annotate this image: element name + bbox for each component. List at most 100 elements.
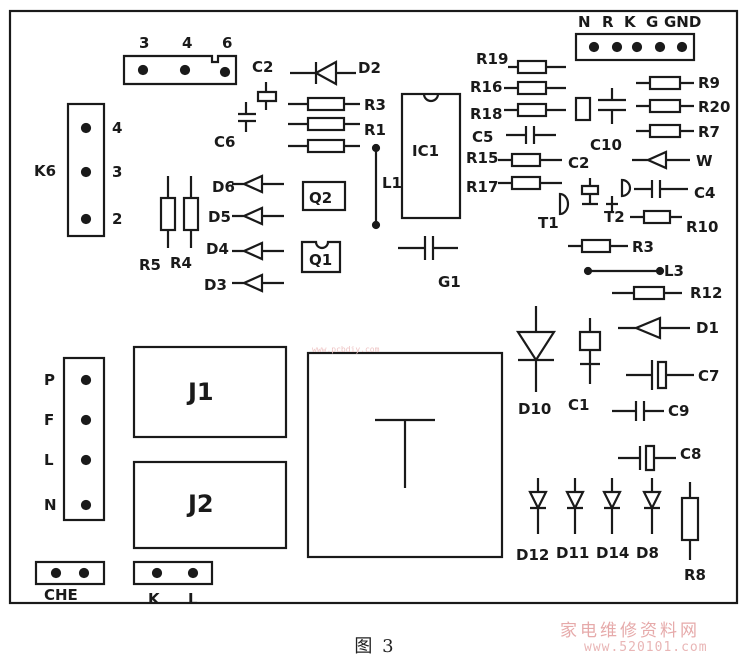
diode-d11 — [565, 478, 585, 534]
label-d1: D1 — [696, 319, 719, 337]
label-d10: D10 — [518, 400, 551, 418]
label-j2: J2 — [186, 490, 214, 518]
capacitor-c2-top — [256, 82, 278, 110]
label-l1: L1 — [382, 174, 402, 192]
label-r16: R16 — [470, 78, 502, 96]
che-connector — [34, 560, 106, 586]
diode-d4 — [232, 241, 284, 261]
label-g1: G1 — [438, 273, 461, 291]
label-r1: R1 — [364, 121, 386, 139]
label-ic1: IC1 — [412, 142, 439, 160]
label-r20: R20 — [698, 98, 730, 116]
kl-label-l: L — [188, 590, 198, 608]
label-c7: C7 — [698, 367, 719, 385]
label-c2-top: C2 — [252, 58, 273, 76]
label-c8: C8 — [680, 445, 701, 463]
resistor-r17 — [498, 175, 562, 191]
nrk-pin-label-k: K — [624, 13, 637, 31]
label-d2: D2 — [358, 59, 381, 77]
resistor-r3-top — [288, 96, 360, 112]
capacitor-c7 — [626, 360, 694, 390]
k6-pin-label-3: 3 — [112, 163, 122, 181]
capacitor-c10 — [574, 88, 626, 124]
label-r4: R4 — [170, 254, 192, 272]
top-jack-pin-label-6: 6 — [222, 34, 232, 52]
power-pin-label-n: N — [44, 496, 57, 514]
label-c4: C4 — [694, 184, 715, 202]
nrk-pin-label-g: G — [646, 13, 658, 31]
label-r3-right: R3 — [632, 238, 654, 256]
label-c1: C1 — [568, 396, 589, 414]
diode-d8 — [642, 478, 662, 534]
top-jack-connector — [122, 54, 238, 86]
label-j1: J1 — [186, 378, 214, 406]
resistor-r12 — [612, 285, 682, 301]
k6-connector — [66, 102, 106, 238]
power-pin-label-p: P — [44, 371, 55, 389]
label-r18: R18 — [470, 105, 502, 123]
kl-connector — [132, 560, 214, 586]
capacitor-c5 — [506, 126, 556, 144]
diode-d5 — [232, 206, 284, 226]
resistor-r7 — [636, 123, 694, 139]
watermark-chinese: 家电维修资料网 — [560, 621, 700, 641]
label-r12: R12 — [690, 284, 722, 302]
label-r10: R10 — [686, 218, 718, 236]
inductor-l3 — [583, 266, 665, 276]
label-c5: C5 — [472, 128, 493, 146]
resistor-r4 — [182, 176, 200, 248]
top-jack-pin-label-4: 4 — [182, 34, 192, 52]
k6-pin-label-4: 4 — [112, 119, 122, 137]
capacitor-c8 — [618, 444, 676, 472]
figure-caption: 图 3 — [354, 636, 396, 657]
label-d12: D12 — [516, 546, 549, 564]
label-q2: Q2 — [309, 189, 332, 207]
top-jack-pin-label-3: 3 — [139, 34, 149, 52]
diode-w — [632, 150, 690, 170]
transistor-q1 — [300, 240, 342, 274]
nrk-pin-label-gnd: GND — [664, 13, 701, 31]
label-r7: R7 — [698, 123, 720, 141]
label-d14: D14 — [596, 544, 629, 562]
capacitor-c9 — [612, 401, 664, 421]
watermark-url: www.520101.com — [584, 640, 708, 655]
label-q1: Q1 — [309, 251, 332, 269]
label-t2: T2 — [604, 208, 625, 226]
diode-d12 — [528, 478, 548, 534]
kl-label-k: K — [148, 590, 161, 608]
label-c10: C10 — [590, 136, 622, 154]
label-r5: R5 — [139, 256, 161, 274]
label-l3: L3 — [664, 262, 684, 280]
nrk-pin-label-n: N — [578, 13, 591, 31]
k6-pin-label-2: 2 — [112, 210, 122, 228]
resistor-r15 — [498, 152, 562, 168]
faint-watermark-url: www.pcbdiy.com — [312, 345, 380, 354]
resistor-r20 — [636, 98, 694, 114]
resistor-r1 — [288, 116, 360, 132]
capacitor-g1 — [398, 236, 458, 260]
label-c2-mid: C2 — [568, 154, 589, 172]
capacitor-c1 — [578, 318, 602, 384]
resistor-r19 — [508, 59, 566, 75]
label-r15: R15 — [466, 149, 498, 167]
resistor-r8 — [680, 482, 700, 560]
resistor-r18 — [504, 102, 566, 118]
nrk-pin-label-r: R — [602, 13, 614, 31]
ic1-chip — [400, 92, 462, 220]
transistor-q2 — [301, 180, 347, 212]
label-r19: R19 — [476, 50, 508, 68]
label-d8: D8 — [636, 544, 659, 562]
board-outline — [8, 9, 739, 605]
transistor-t1 — [558, 192, 570, 216]
che-label: CHE — [44, 586, 78, 604]
label-t1: T1 — [538, 214, 559, 232]
diode-d10 — [515, 306, 557, 392]
resistor-r16 — [504, 80, 566, 96]
label-c9: C9 — [668, 402, 689, 420]
power-pin-label-l: L — [44, 451, 54, 469]
inductor-l1 — [371, 143, 381, 230]
label-r8: R8 — [684, 566, 706, 584]
transformer-t — [306, 351, 504, 559]
diode-d14 — [602, 478, 622, 534]
power-connector-pfln — [62, 356, 106, 522]
